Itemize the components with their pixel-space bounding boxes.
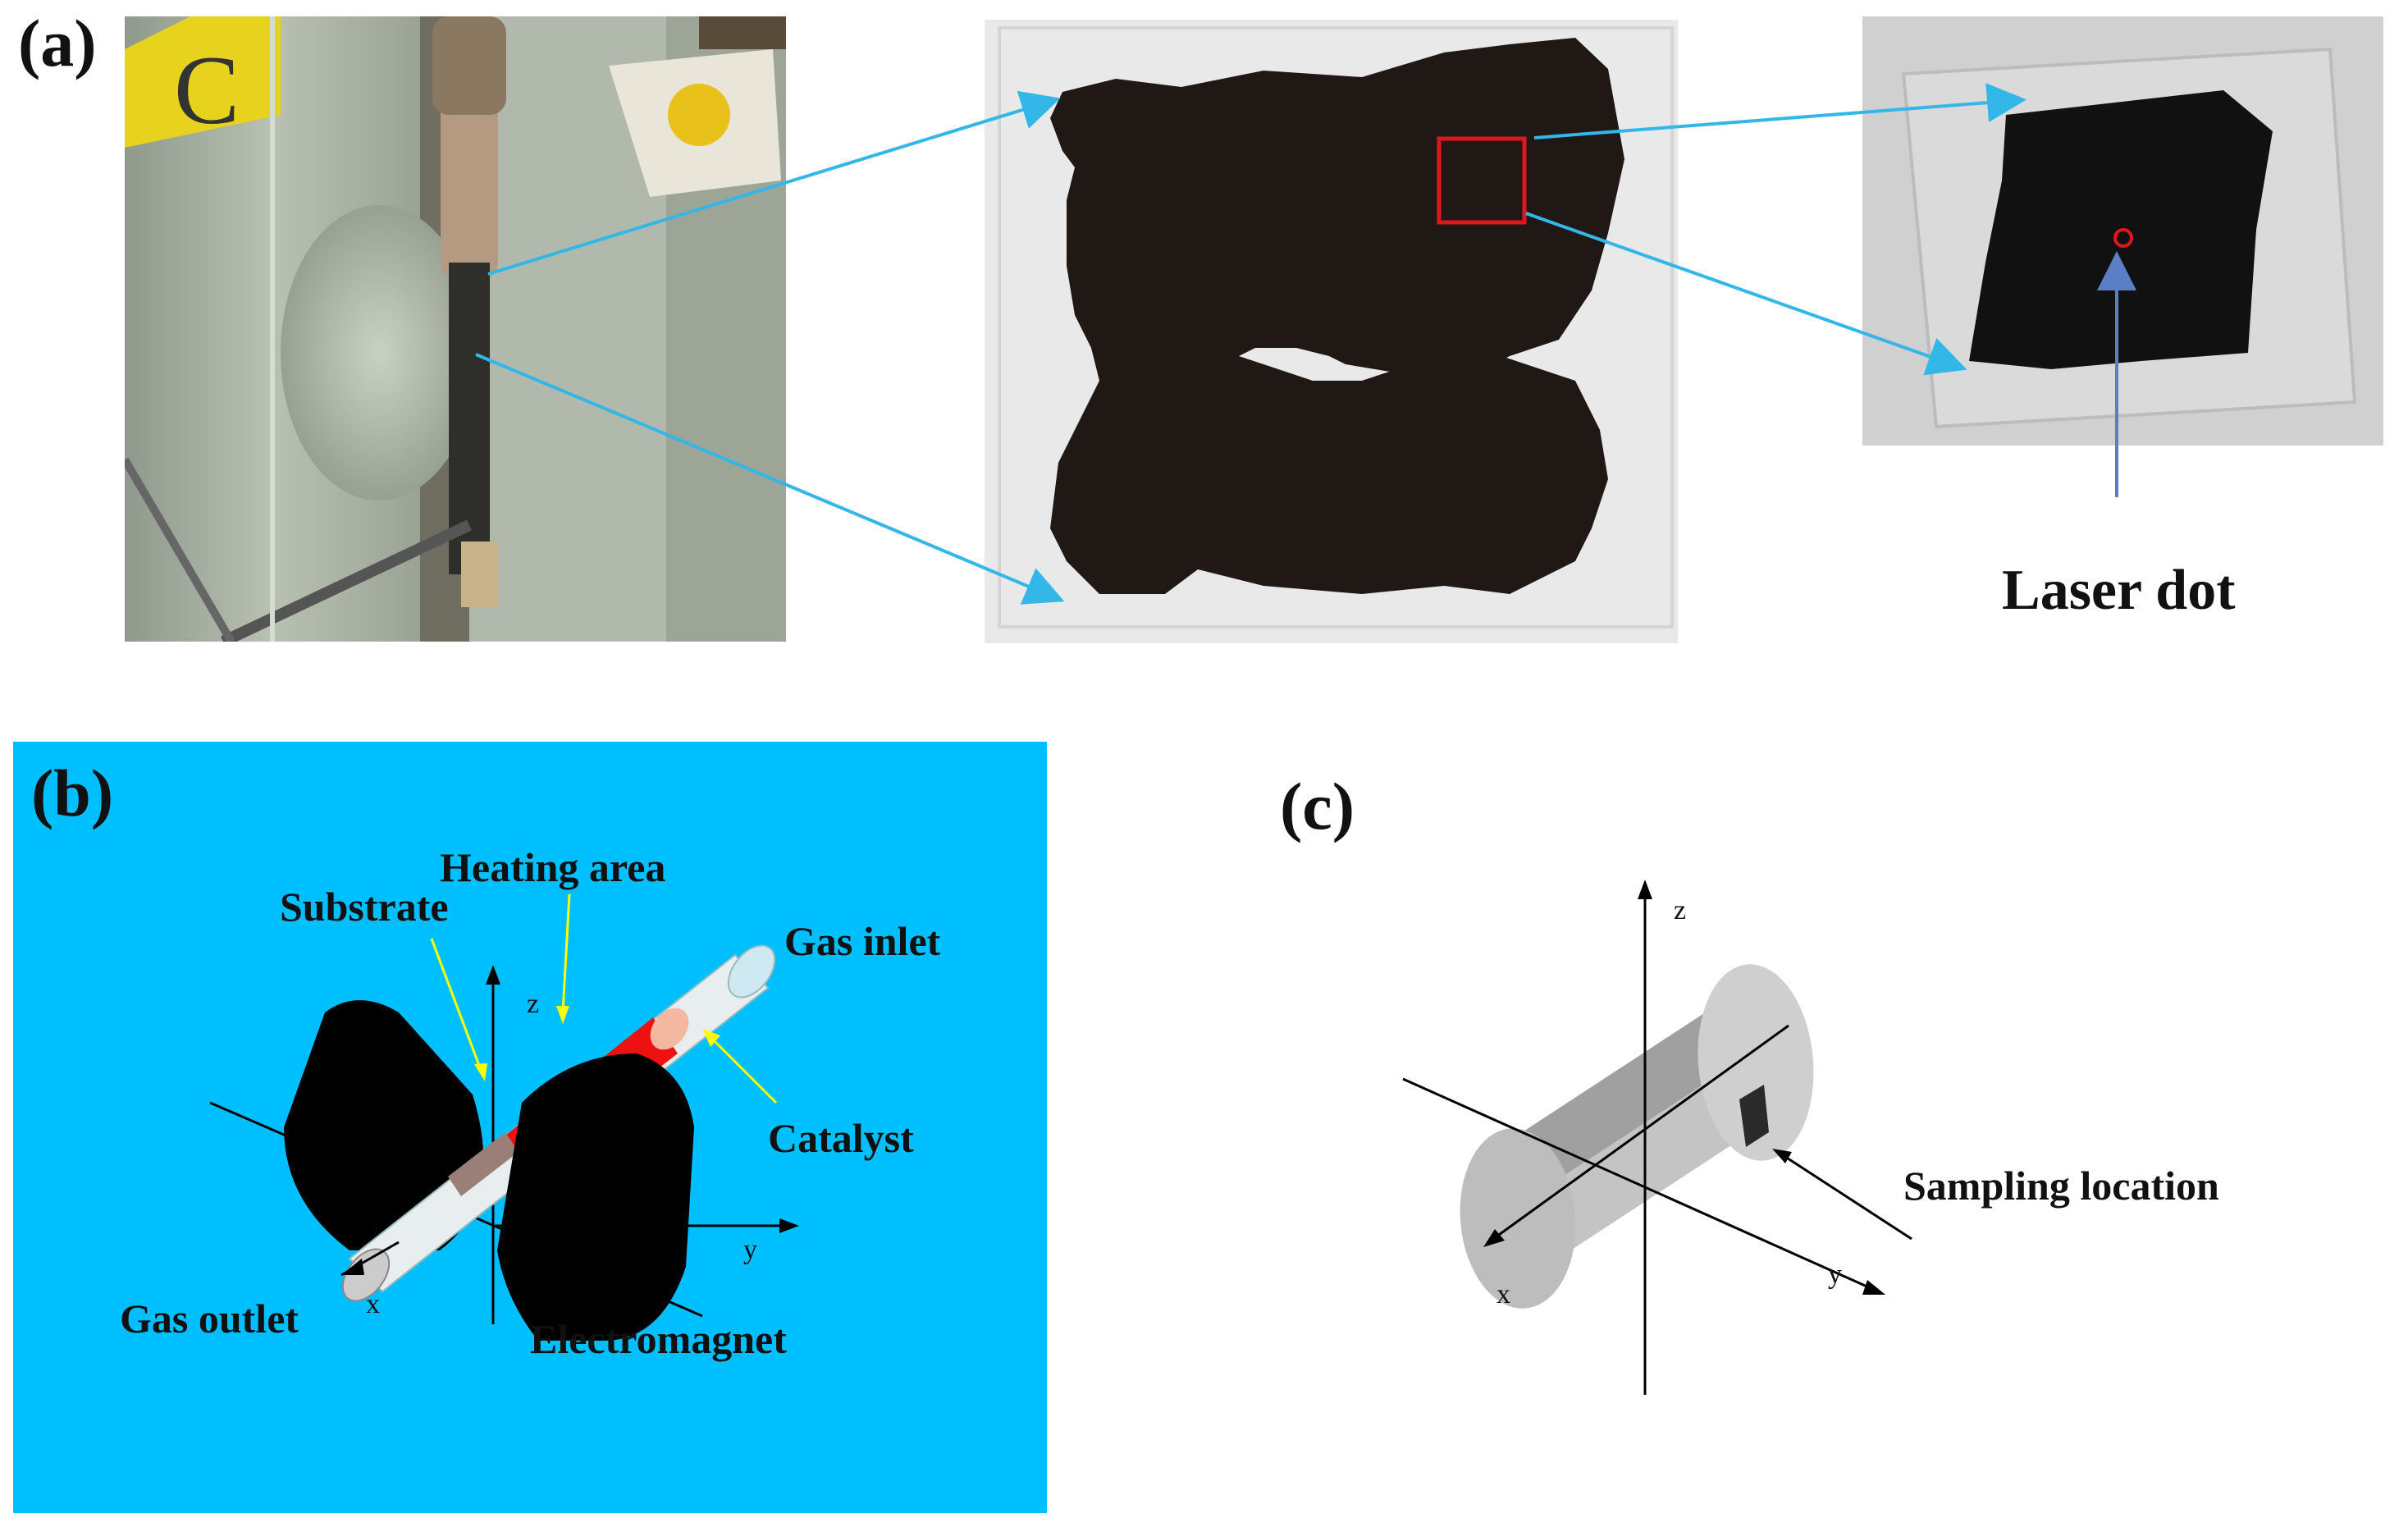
right-electromagnet	[497, 1053, 694, 1341]
substrate-pointer	[430, 938, 482, 1071]
electromagnet-label: Electromagnet	[530, 1316, 787, 1362]
gas-outlet-label: Gas outlet	[120, 1296, 299, 1341]
catalyst-label: Catalyst	[768, 1115, 914, 1161]
sampling-pointer	[1780, 1152, 1912, 1241]
catalyst-pointer	[709, 1035, 778, 1104]
film-photo	[985, 20, 1678, 643]
arrow-box-to-slide-bottom	[1525, 212, 1967, 376]
panel-a-label: (a)	[18, 6, 97, 80]
substrate-block	[448, 1132, 519, 1196]
sampling-patch	[1739, 1085, 1769, 1147]
sampling-location-label: Sampling location	[1903, 1163, 2219, 1209]
b-axis-z-label: z	[527, 989, 539, 1019]
arrow-tube-to-film-top	[487, 90, 1061, 276]
heating-area-label: Heating area	[440, 844, 665, 890]
panel-b: (b) Heating area Substrate Gas inlet Cat…	[13, 742, 1047, 1513]
panel-c-label: (c)	[1280, 769, 1355, 843]
heating-pointer	[561, 893, 571, 1013]
gas-inlet-label: Gas inlet	[784, 918, 941, 964]
catalyst-spot	[650, 1008, 689, 1050]
glass-slide-photo	[1862, 16, 2383, 446]
laser-dot-label: Laser dot	[2002, 559, 2236, 622]
c-axis-x-label: x	[1496, 1279, 1510, 1309]
c-y-axis	[1402, 1077, 1871, 1290]
b-axis-x-label: x	[366, 1289, 380, 1319]
left-electromagnet	[284, 1000, 484, 1250]
arrow-tube-to-film-bottom	[475, 353, 1065, 605]
panel-b-label: (b)	[31, 756, 113, 830]
b-axis-y-label: y	[743, 1235, 757, 1265]
c-axis-y-label: y	[1828, 1259, 1842, 1290]
c-x-axis	[1492, 1024, 1789, 1241]
arrow-box-to-slide-top	[1533, 83, 2026, 139]
substrate-label: Substrate	[280, 884, 449, 930]
panel-c: (c) z y x Sampling location	[1263, 755, 2396, 1493]
furnace-photo: C	[125, 16, 786, 642]
svg-text:C: C	[174, 35, 240, 144]
c-axis-z-label: z	[1674, 895, 1686, 925]
